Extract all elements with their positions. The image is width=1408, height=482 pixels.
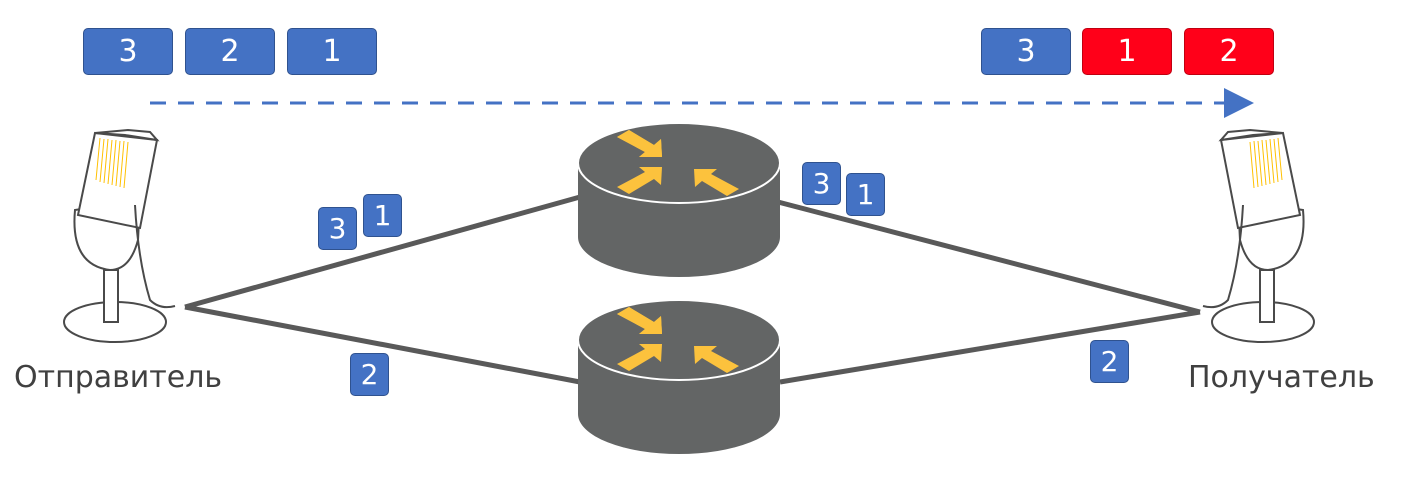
lower-path-packet: 2 [350,353,389,396]
link-sender-router-top [184,194,581,310]
receiver-microphone-icon [1202,129,1315,343]
received-packet: 3 [981,28,1071,75]
link-sender-router-bottom [184,304,581,385]
upper-path-packet: 3 [802,162,841,205]
received-packet-out-of-order: 1 [1082,28,1172,75]
sent-packet: 2 [185,28,275,75]
upper-path-packet: 1 [846,173,885,216]
link-router-bottom-receiver [779,309,1201,385]
upper-path-packet: 3 [318,207,357,250]
upper-path-packet: 1 [363,194,402,237]
sent-packet: 1 [287,28,377,75]
lower-path-packet: 2 [1090,340,1129,383]
link-router-top-receiver [777,199,1201,315]
router-top-icon [577,122,781,278]
sender-label: Отправитель [14,360,223,395]
sender-microphone-icon [63,129,176,343]
receiver-label: Получатель [1188,360,1375,395]
sent-packet: 3 [83,28,173,75]
router-bottom-icon [577,299,781,455]
received-packet-out-of-order: 2 [1184,28,1274,75]
